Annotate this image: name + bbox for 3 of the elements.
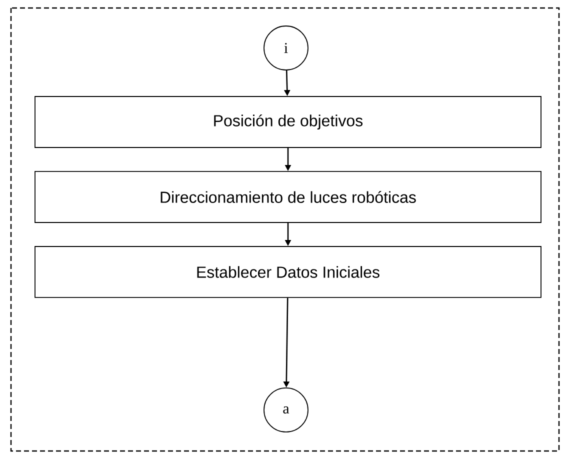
process-box: Direccionamiento de luces robóticas <box>34 171 542 223</box>
process-box: Posición de objetivos <box>34 96 542 148</box>
process-box: Establecer Datos Iniciales <box>34 246 542 298</box>
